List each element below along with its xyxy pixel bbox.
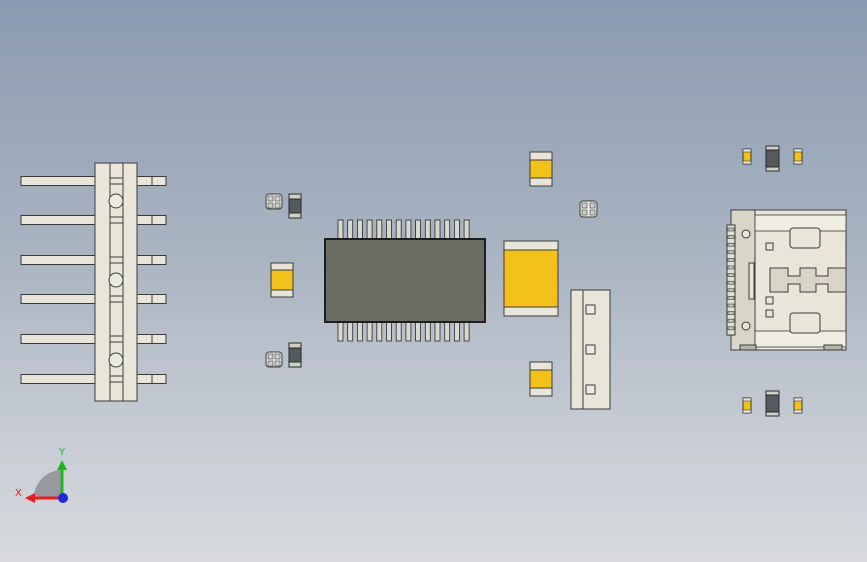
- header-3pin[interactable]: [570, 289, 611, 410]
- resistor-top-left[interactable]: [288, 193, 302, 219]
- usb-pin-9: [727, 288, 735, 293]
- triad-plane: [34, 470, 62, 498]
- ic-pin-bottom-9: [415, 321, 422, 342]
- y-axis-head: [57, 460, 67, 470]
- x-axis-head: [25, 493, 35, 503]
- header-pin-4: [20, 294, 96, 304]
- header-pin-1: [20, 176, 96, 186]
- ic-pin-top-4: [366, 219, 373, 240]
- crystal-top-left[interactable]: [265, 193, 283, 210]
- header-pin-2: [20, 215, 96, 225]
- ic-pin-top-13: [453, 219, 460, 240]
- ic-pin-bottom-13: [453, 321, 460, 342]
- ic-pin-bottom-14: [463, 321, 470, 342]
- header-pin-3: [20, 255, 96, 265]
- tantalum-cap-large[interactable]: [503, 240, 559, 317]
- ic-pin-top-3: [356, 219, 363, 240]
- ic-body: [324, 238, 486, 323]
- usb-pin-5: [727, 258, 735, 262]
- ic-pin-bottom-7: [395, 321, 402, 342]
- ic-pins-top: [337, 219, 470, 240]
- usb-pin-6: [727, 265, 735, 270]
- cap-small-tr[interactable]: [793, 148, 803, 165]
- ic-pin-bottom-10: [424, 321, 431, 342]
- ic-pins-bottom: [337, 321, 470, 342]
- usb-pin-2: [727, 235, 735, 239]
- x-axis-label: X: [15, 488, 22, 499]
- ic-pin-bottom-2: [347, 321, 354, 342]
- usb-pin-10: [727, 296, 735, 300]
- cap-small-br[interactable]: [793, 397, 803, 414]
- crystal-right[interactable]: [579, 200, 598, 218]
- ic-pin-top-8: [405, 219, 412, 240]
- usb-type-c-connector[interactable]: [726, 209, 847, 351]
- header-peg-1: [108, 193, 124, 209]
- ic-pin-top-6: [386, 219, 392, 240]
- ic-pin-top-14: [463, 219, 470, 240]
- ic-pin-bottom-11: [434, 321, 441, 342]
- ic-pin-top-7: [395, 219, 402, 240]
- ic-pin-top-11: [434, 219, 441, 240]
- ic-pin-bottom-8: [405, 321, 412, 342]
- header-pins: [20, 176, 167, 384]
- header-pin-5: [20, 334, 96, 344]
- header-pin-6: [20, 374, 96, 384]
- cap-small-tl[interactable]: [742, 148, 752, 165]
- resistor-bottom-right[interactable]: [765, 390, 780, 417]
- usb-pin-12: [727, 311, 735, 315]
- ic-pin-bottom-12: [444, 321, 451, 342]
- header-body-right: [122, 162, 138, 402]
- usb-pin-13: [727, 318, 735, 323]
- ic-pin-top-10: [424, 219, 431, 240]
- usb-pin-1: [727, 227, 735, 232]
- tantalum-cap-top[interactable]: [529, 151, 553, 187]
- ssop-28-ic[interactable]: [324, 219, 486, 342]
- usb-pin-3: [727, 242, 735, 247]
- ic-pin-top-9: [415, 219, 422, 240]
- pin-header[interactable]: [20, 162, 167, 402]
- cap-small-bl[interactable]: [742, 397, 752, 414]
- ic-pin-bottom-4: [366, 321, 373, 342]
- ic-pin-bottom-3: [356, 321, 363, 342]
- ic-pin-top-12: [444, 219, 451, 240]
- header-peg-3: [108, 352, 124, 368]
- header-peg-2: [108, 272, 124, 288]
- ic-pin-bottom-1: [337, 321, 344, 342]
- resistor-top-right[interactable]: [765, 145, 780, 172]
- usb-pin-11: [727, 303, 735, 308]
- usb-side-pins: [727, 227, 735, 331]
- crystal-bottom-left[interactable]: [265, 351, 283, 368]
- tantalum-cap-left[interactable]: [270, 262, 294, 298]
- z-axis-dot: [58, 493, 68, 503]
- usb-pin-4: [727, 250, 735, 255]
- usb-pin-14: [727, 326, 735, 331]
- header-bands: [110, 177, 123, 383]
- ic-pin-top-1: [337, 219, 344, 240]
- tantalum-cap-bottom[interactable]: [529, 361, 553, 397]
- orientation-triad[interactable]: Y X: [15, 447, 68, 503]
- ic-pin-bottom-6: [386, 321, 392, 342]
- y-axis-label: Y: [58, 447, 66, 458]
- ic-pin-top-2: [347, 219, 354, 240]
- usb-pin-7: [727, 273, 735, 277]
- header-body-left: [94, 162, 111, 402]
- usb-pin-8: [727, 280, 735, 285]
- ic-pin-top-5: [376, 219, 383, 240]
- resistor-bottom-left[interactable]: [288, 342, 302, 368]
- ic-pin-bottom-5: [376, 321, 383, 342]
